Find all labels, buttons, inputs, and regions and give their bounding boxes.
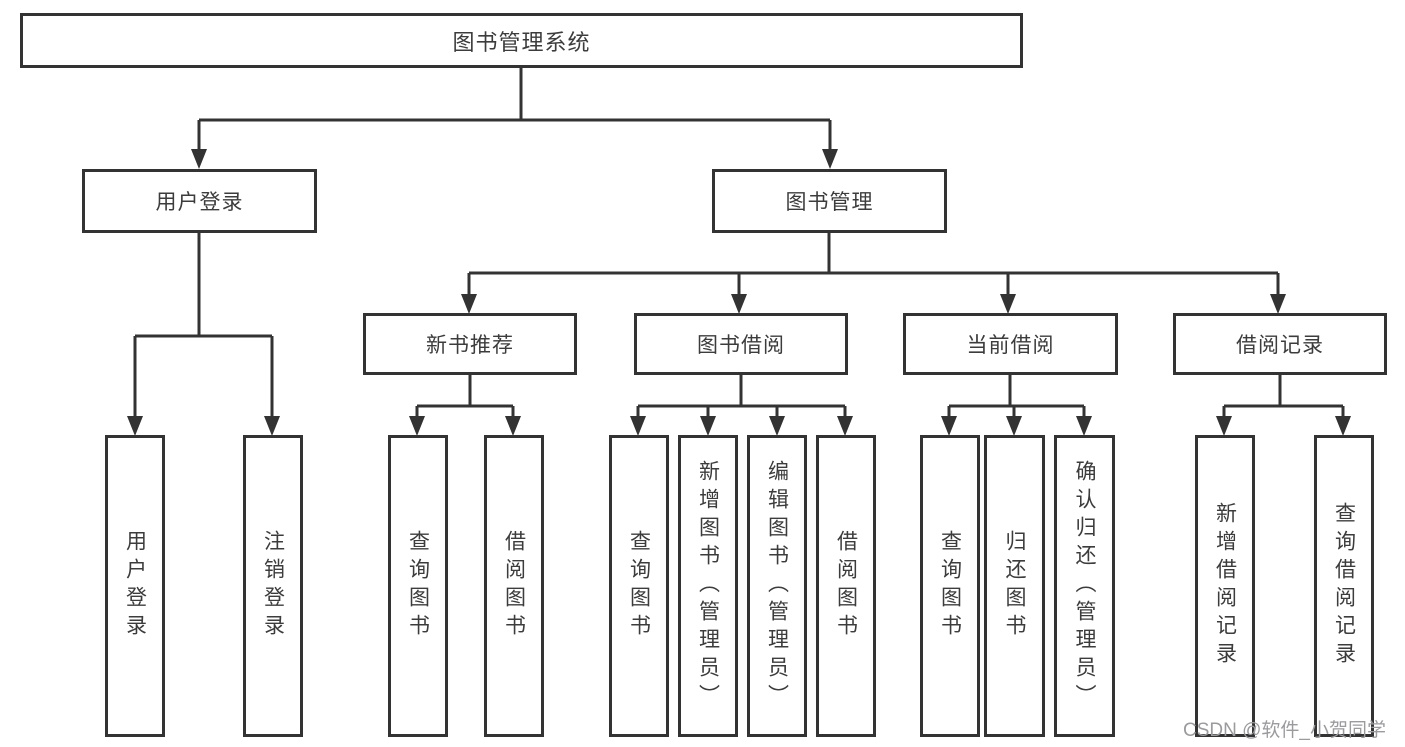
leaf-records-query-label: 查询借阅记录 <box>1332 502 1356 670</box>
leaf-current-return: 归还图书 <box>984 435 1045 737</box>
csdn-watermark: CSDN @软件_小贺同学 <box>1183 720 1386 741</box>
leaf-user-login: 用户登录 <box>105 435 165 737</box>
connector-user-login <box>133 233 274 421</box>
leaf-current-confirm: 确认归还（管理员） <box>1054 435 1115 737</box>
node-borrow-records-label: 借阅记录 <box>1236 334 1324 357</box>
leaf-borrow-add: 新增图书（管理员） <box>678 435 738 737</box>
leaf-borrow-edit-label: 编辑图书（管理员） <box>765 460 789 712</box>
leaf-logout: 注销登录 <box>243 435 303 737</box>
leaf-borrow-query: 查询图书 <box>609 435 669 737</box>
node-book-borrow: 图书借阅 <box>634 313 848 375</box>
node-current-borrow-label: 当前借阅 <box>966 334 1055 357</box>
leaf-user-login-label: 用户登录 <box>123 530 147 642</box>
leaf-current-return-label: 归还图书 <box>1003 530 1026 642</box>
arrowheads <box>127 149 1351 436</box>
leaf-borrow-add-label: 新增图书（管理员） <box>696 460 720 712</box>
node-user-login: 用户登录 <box>82 169 317 233</box>
leaf-borrow-book: 借阅图书 <box>816 435 876 737</box>
leaf-borrow-query-label: 查询图书 <box>627 530 651 642</box>
node-book-borrow-label: 图书借阅 <box>697 334 785 357</box>
node-current-borrow: 当前借阅 <box>903 313 1118 375</box>
connector-new-books <box>415 375 515 421</box>
leaf-current-query-label: 查询图书 <box>938 530 962 642</box>
leaf-current-confirm-label: 确认归还（管理员） <box>1073 460 1096 712</box>
leaf-newbooks-query-label: 查询图书 <box>406 530 430 642</box>
node-book-mgmt-label: 图书管理 <box>785 191 874 214</box>
connector-current-borrow <box>947 375 1086 421</box>
node-new-books-label: 新书推荐 <box>426 334 514 357</box>
node-borrow-records: 借阅记录 <box>1173 313 1387 375</box>
node-root-label: 图书管理系统 <box>452 29 591 55</box>
leaf-newbooks-borrow: 借阅图书 <box>484 435 544 737</box>
connector-borrow-records <box>1222 375 1345 421</box>
node-root: 图书管理系统 <box>20 13 1023 68</box>
leaf-borrow-edit: 编辑图书（管理员） <box>747 435 807 737</box>
node-new-books: 新书推荐 <box>363 313 577 375</box>
leaf-records-add: 新增借阅记录 <box>1195 435 1255 737</box>
leaf-newbooks-query: 查询图书 <box>388 435 448 737</box>
connector-root <box>197 68 832 154</box>
leaf-records-query: 查询借阅记录 <box>1314 435 1374 737</box>
leaf-records-add-label: 新增借阅记录 <box>1213 502 1237 670</box>
leaf-current-query: 查询图书 <box>920 435 980 737</box>
connector-book-mgmt <box>467 232 1280 299</box>
leaf-logout-label: 注销登录 <box>261 530 285 642</box>
node-user-login-label: 用户登录 <box>155 191 244 214</box>
leaf-newbooks-borrow-label: 借阅图书 <box>502 530 526 642</box>
node-book-mgmt: 图书管理 <box>712 169 947 233</box>
leaf-borrow-book-label: 借阅图书 <box>834 530 858 642</box>
connector-book-borrow <box>636 375 847 421</box>
